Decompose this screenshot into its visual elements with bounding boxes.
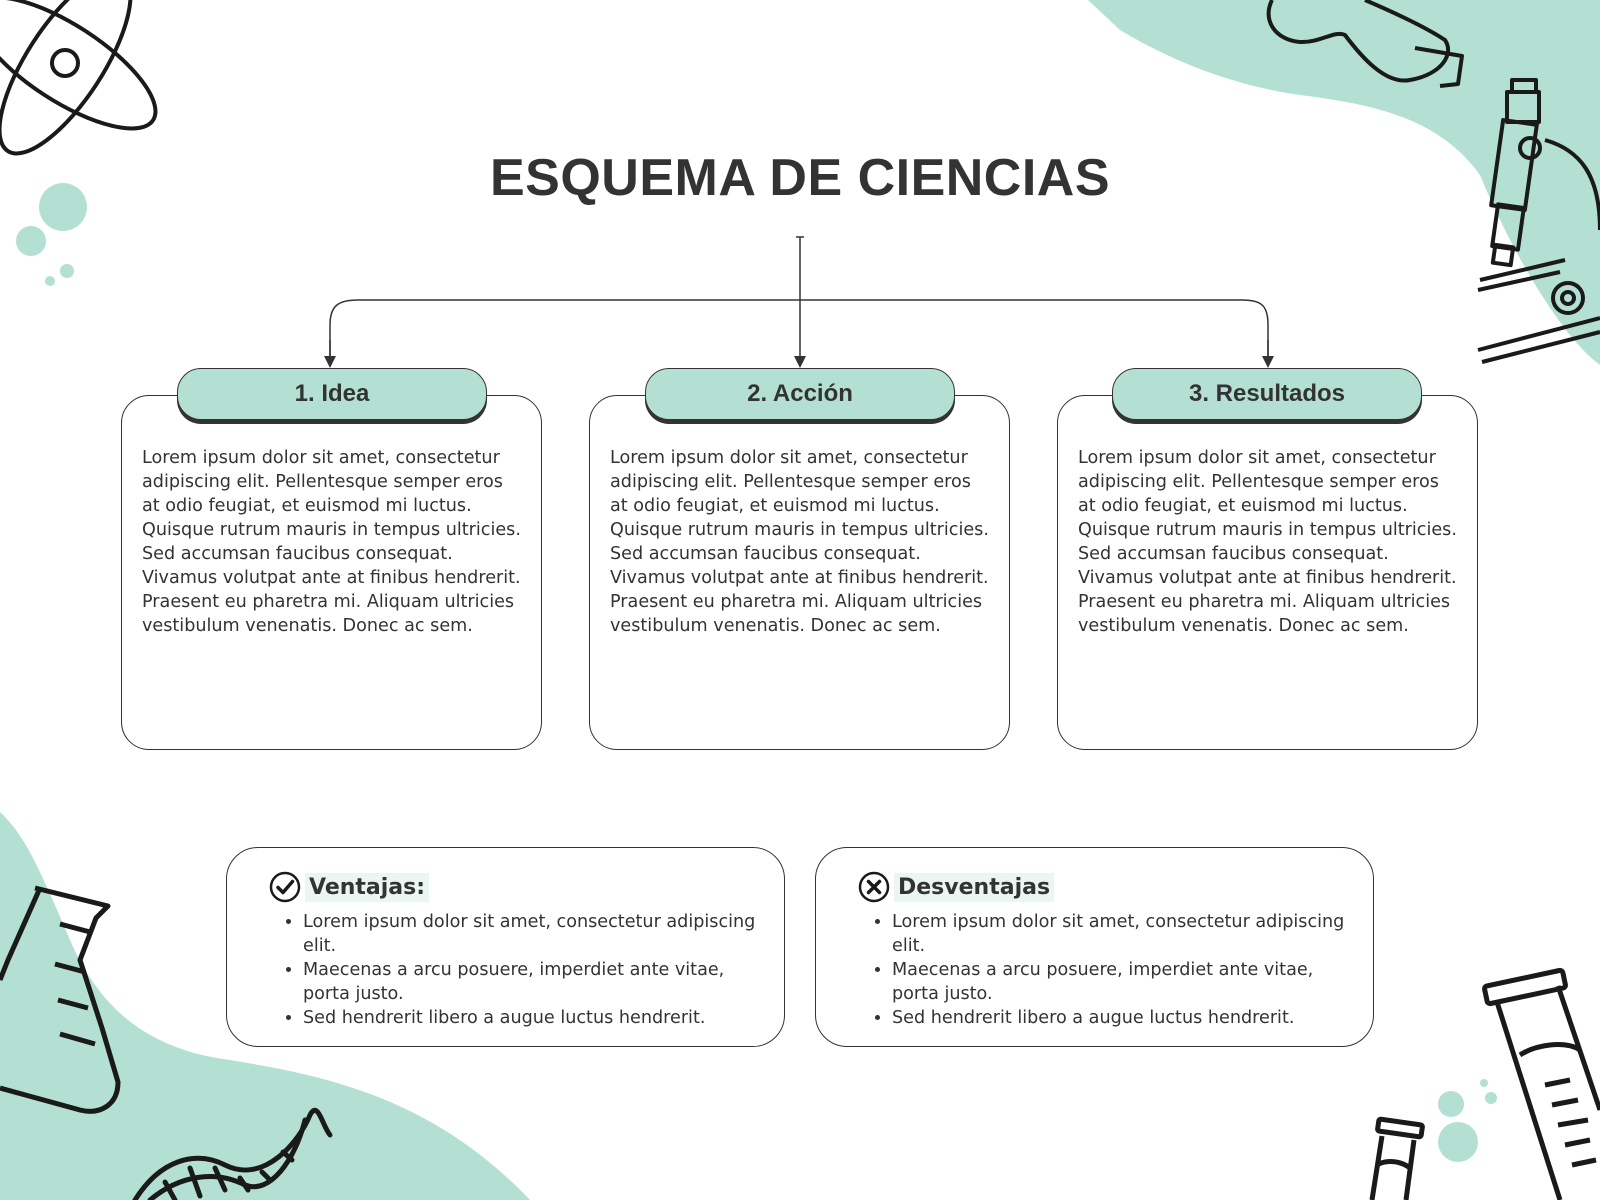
bottom-left-blob [0, 812, 530, 1200]
microscope-icon [1477, 78, 1600, 364]
step-card-text: Lorem ipsum dolor sit amet, consectetur … [142, 448, 521, 636]
top-right-blob [1088, 0, 1600, 365]
advantages-box: Ventajas: Lorem ipsum dolor sit amet, co… [226, 847, 785, 1047]
advantages-title: Ventajas: [305, 872, 430, 902]
list-item: Lorem ipsum dolor sit amet, consectetur … [892, 910, 1362, 958]
list-item: Lorem ipsum dolor sit amet, consectetur … [303, 910, 773, 958]
bubbles-bottom-right [1438, 1079, 1497, 1162]
test-tubes-icon [1369, 967, 1600, 1200]
step-label-resultados: 3. Resultados [1112, 368, 1422, 420]
dna-icon [132, 1107, 333, 1200]
disadvantages-header: Desventajas [858, 868, 1055, 906]
step-label-idea: 1. Idea [177, 368, 487, 420]
list-item: Sed hendrerit libero a augue luctus hend… [303, 1006, 773, 1030]
step-card-accion: Lorem ipsum dolor sit amet, consectetur … [589, 395, 1010, 750]
flask-icon [0, 885, 121, 1114]
list-item: Sed hendrerit libero a augue luctus hend… [892, 1006, 1362, 1030]
atom-icon [0, 0, 158, 156]
disadvantages-box: Desventajas Lorem ipsum dolor sit amet, … [815, 847, 1374, 1047]
step-card-text: Lorem ipsum dolor sit amet, consectetur … [610, 448, 989, 636]
check-circle-icon [269, 871, 301, 903]
step-card-resultados: Lorem ipsum dolor sit amet, consectetur … [1057, 395, 1478, 750]
step-card-idea: Lorem ipsum dolor sit amet, consectetur … [121, 395, 542, 750]
advantages-list: Lorem ipsum dolor sit amet, consectetur … [281, 910, 773, 1030]
safety-goggles-icon [1266, 0, 1464, 88]
step-card-text: Lorem ipsum dolor sit amet, consectetur … [1078, 448, 1457, 636]
connector-bar [329, 299, 1269, 362]
disadvantages-list: Lorem ipsum dolor sit amet, consectetur … [870, 910, 1362, 1030]
list-item: Maecenas a arcu posuere, imperdiet ante … [892, 958, 1362, 1006]
x-circle-icon [858, 871, 890, 903]
step-label-accion: 2. Acción [645, 368, 955, 420]
advantages-header: Ventajas: [269, 868, 430, 906]
disadvantages-title: Desventajas [894, 872, 1055, 902]
list-item: Maecenas a arcu posuere, imperdiet ante … [303, 958, 773, 1006]
bubbles-top-left [16, 183, 87, 286]
page-title: ESQUEMA DE CIENCIAS [489, 149, 1111, 207]
